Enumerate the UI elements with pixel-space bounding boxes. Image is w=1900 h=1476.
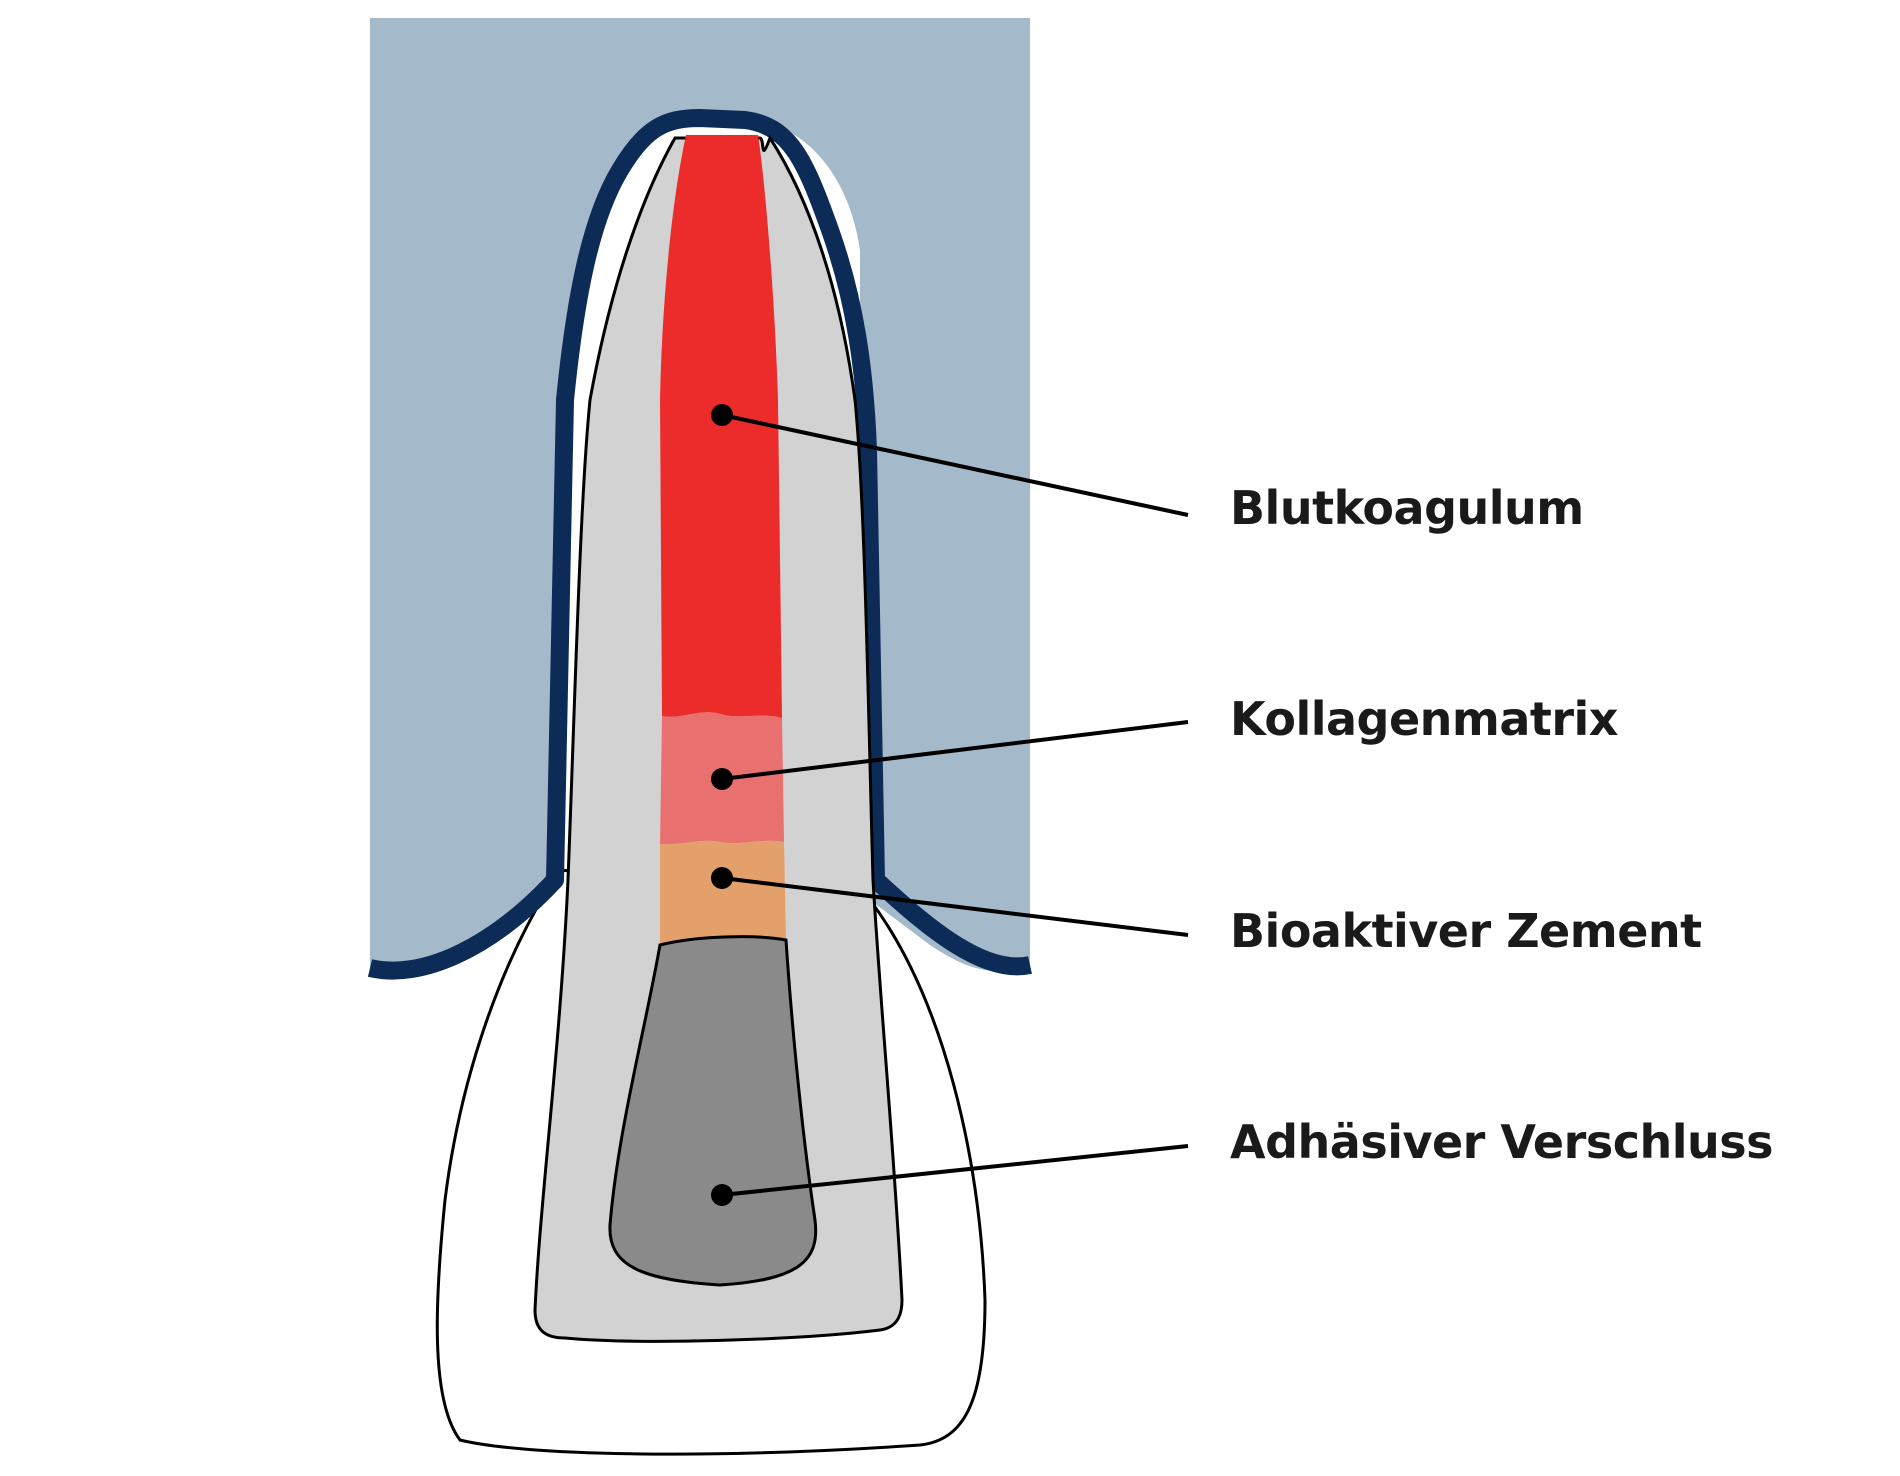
marker-dot-bioaktiver-zement [711,867,733,889]
marker-dot-adhaesiver-verschluss [711,1184,733,1206]
label-blutkoagulum: Blutkoagulum [1230,481,1584,535]
marker-dot-blutkoagulum [711,404,733,426]
label-kollagenmatrix: Kollagenmatrix [1230,692,1618,746]
leader-line-adhaesiver-verschluss [721,1144,1189,1197]
adhesive-seal-layer [608,935,818,1287]
leader-line-bioaktiver-zement [721,876,1189,937]
label-bioaktiver-zement: Bioaktiver Zement [1230,904,1702,958]
gum-outline [367,109,1032,980]
label-adhaesiver-verschluss: Adhäsiver Verschluss [1230,1115,1773,1169]
bioactive-cement-layer [660,840,786,945]
marker-dot-kollagenmatrix [711,768,733,790]
leader-line-blutkoagulum [721,413,1189,517]
blood-clot-layer [660,135,782,718]
leader-line-kollagenmatrix [721,720,1189,781]
